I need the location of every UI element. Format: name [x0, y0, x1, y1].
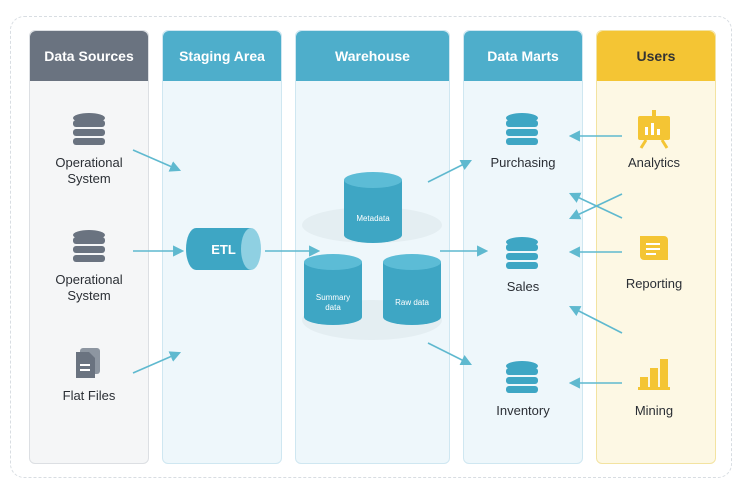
- user-reporting-label: Reporting: [625, 276, 683, 291]
- presentation-board-icon: [638, 110, 670, 149]
- arrow-warehouse-to-inventory: [427, 342, 473, 366]
- source-operational-system-2-label: Operational System: [39, 272, 139, 304]
- etl-cylinder-icon: [186, 228, 261, 270]
- summary-data-label-line1: Summary: [316, 293, 350, 302]
- database-icon: [506, 237, 538, 269]
- summary-data-cylinder-icon: [304, 254, 362, 325]
- label-line: Operational: [55, 155, 123, 170]
- label-line: System: [67, 288, 111, 303]
- database-icon: [73, 113, 105, 145]
- raw-data-cylinder-icon: [383, 254, 441, 325]
- column-header-users: Users: [597, 31, 715, 81]
- bar-chart-icon: [638, 359, 670, 390]
- column-header-data-sources: Data Sources: [30, 31, 148, 81]
- column-header-warehouse: Warehouse: [296, 31, 449, 81]
- metadata-label: Metadata: [356, 214, 390, 223]
- user-mining-label: Mining: [634, 403, 674, 418]
- raw-data-label: Raw data: [395, 298, 429, 307]
- diagram-frame: [10, 16, 732, 478]
- mart-inventory-label: Inventory: [496, 403, 550, 418]
- source-operational-system-1-label: Operational System: [39, 155, 139, 187]
- mart-sales-label: Sales: [506, 279, 540, 294]
- metadata-cylinder-icon: [344, 172, 402, 243]
- scroll-document-icon: [640, 236, 668, 260]
- arrow-reporting-cross: [568, 192, 623, 219]
- user-analytics-label: Analytics: [627, 155, 681, 170]
- database-icon: [73, 230, 105, 262]
- column-data-sources: Data Sources: [29, 30, 149, 464]
- arrow-flat-to-staging: [132, 351, 182, 374]
- summary-data-label-line2: data: [325, 303, 341, 312]
- mart-purchasing-label: Purchasing: [490, 155, 556, 170]
- arrow-mining-to-sales: [569, 305, 623, 334]
- flow-arrows: [132, 130, 623, 389]
- column-header-staging-area: Staging Area: [163, 31, 281, 81]
- database-icon: [506, 361, 538, 393]
- file-stack-icon: [76, 348, 100, 378]
- column-warehouse: Warehouse: [295, 30, 450, 464]
- source-flat-files-label: Flat Files: [62, 388, 116, 403]
- label-line: Operational: [55, 272, 123, 287]
- database-icon: [506, 113, 538, 145]
- arrow-warehouse-to-purchasing: [427, 159, 473, 183]
- label-line: System: [67, 171, 111, 186]
- etl-label: ETL: [211, 242, 236, 257]
- arrow-op1-to-staging: [132, 149, 182, 172]
- column-header-data-marts: Data Marts: [464, 31, 582, 81]
